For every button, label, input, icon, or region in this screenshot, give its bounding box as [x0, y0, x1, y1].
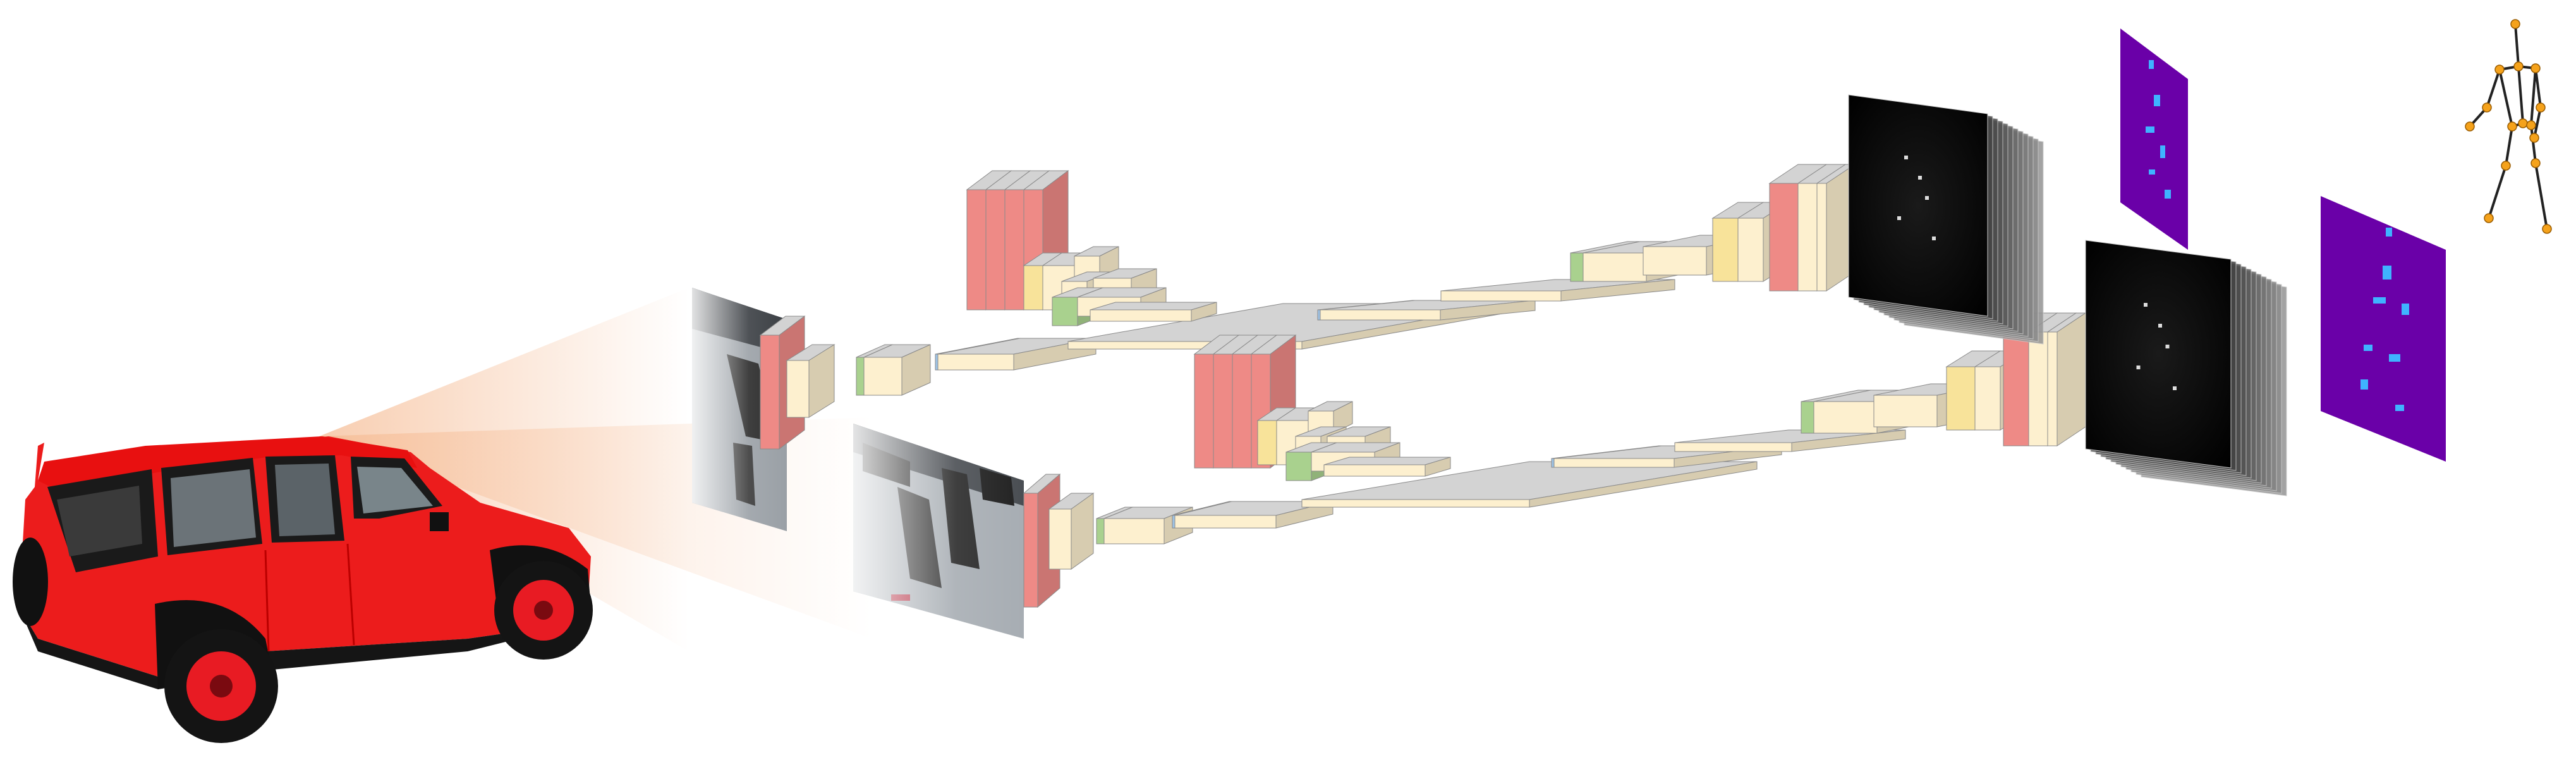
activation-speck [1925, 196, 1929, 200]
skeleton-bone [2530, 125, 2537, 164]
conv-block [1320, 300, 1536, 321]
skeleton-joint [2526, 120, 2536, 130]
skeleton-bone [2486, 69, 2501, 108]
skeleton-bone [2517, 66, 2524, 124]
skeleton-bone [2533, 107, 2542, 138]
skeleton-bone [2505, 126, 2513, 166]
skeleton-joint [2482, 102, 2492, 113]
skeleton-bone [2488, 165, 2507, 219]
feature-stack-bottom [2085, 240, 2287, 496]
red-jeep-icon [13, 436, 593, 743]
skeleton-joint [2510, 19, 2520, 29]
heatmap-bottom [2321, 196, 2446, 462]
skeleton-bone [2514, 23, 2520, 67]
conv-block [1301, 461, 1758, 508]
skeleton-bone [2498, 69, 2513, 127]
feature-map-stacks [1848, 94, 2287, 496]
conv-block [2046, 312, 2087, 446]
conv-block [863, 344, 931, 396]
network-blocks [759, 164, 2087, 608]
conv-block [1090, 302, 1217, 322]
skeleton-joint [2465, 121, 2475, 132]
conv-block [786, 344, 835, 418]
activation-speck [1897, 216, 1901, 220]
skeleton-joint [2536, 102, 2546, 113]
skeleton-joint [2494, 65, 2505, 75]
conv-block [1308, 401, 1353, 434]
skeleton-bone [2530, 68, 2537, 126]
camera-frame-bottom [853, 424, 1024, 639]
activation-speck [1904, 156, 1908, 159]
skeleton-joint [2530, 158, 2541, 168]
feature-stack-top [1848, 94, 2044, 345]
skeleton-joint [2513, 61, 2524, 71]
skeleton-joint [2507, 121, 2517, 132]
activation-speck [1932, 237, 1936, 240]
skeleton-joint [2542, 224, 2552, 234]
conv-block [1440, 279, 1675, 302]
conv-block [1323, 457, 1451, 477]
skeleton-joint [2501, 161, 2511, 171]
activation-speck [1918, 176, 1922, 180]
skeleton-pose [2465, 19, 2552, 234]
activation-speck [2158, 324, 2162, 328]
conv-block [1048, 493, 1095, 570]
skeleton-bone [2534, 163, 2548, 230]
feature-map-slice [1848, 94, 1988, 317]
activation-speck [2136, 366, 2141, 369]
conv-block [1816, 164, 1856, 292]
heatmap-top [2120, 28, 2188, 250]
skeleton-joint [2518, 118, 2528, 128]
skeleton-joint [2530, 63, 2541, 73]
feature-map-slice [2085, 240, 2232, 469]
skeleton-bone [2534, 68, 2542, 108]
skeleton-joint [2484, 213, 2494, 223]
conv-block [1174, 501, 1334, 529]
activation-speck [2144, 303, 2148, 307]
activation-speck [2173, 386, 2177, 390]
skeleton-joint [2529, 133, 2539, 143]
activation-speck [2165, 345, 2170, 348]
conv-block [1674, 429, 1906, 452]
